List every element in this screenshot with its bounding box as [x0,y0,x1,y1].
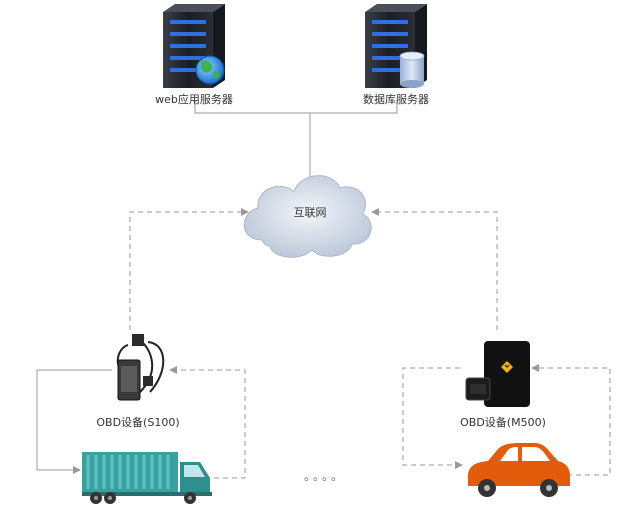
truck-icon [82,452,212,504]
db-server-icon [365,4,427,88]
obd-s100-label: OBD设备(S100) [96,415,179,429]
server-connector [194,100,398,190]
obd-m500-label: OBD设备(M500) [460,415,546,429]
db-server-label: 数据库服务器 [363,92,429,106]
car-icon [468,443,570,497]
web-server-label: web应用服务器 [155,92,233,106]
web-server-icon [163,4,225,88]
obd-m500-device-icon [465,341,530,407]
more-vehicles-ellipsis: 。。。。 [304,469,346,483]
obd-s100-device-icon [116,334,165,401]
m500-car-loop [402,364,611,476]
s100-truck-loop [36,366,246,479]
internet-cloud-icon [243,175,372,258]
internet-label: 互联网 [294,206,327,219]
s100-to-internet-link [129,208,249,330]
m500-to-internet-link [371,208,498,330]
